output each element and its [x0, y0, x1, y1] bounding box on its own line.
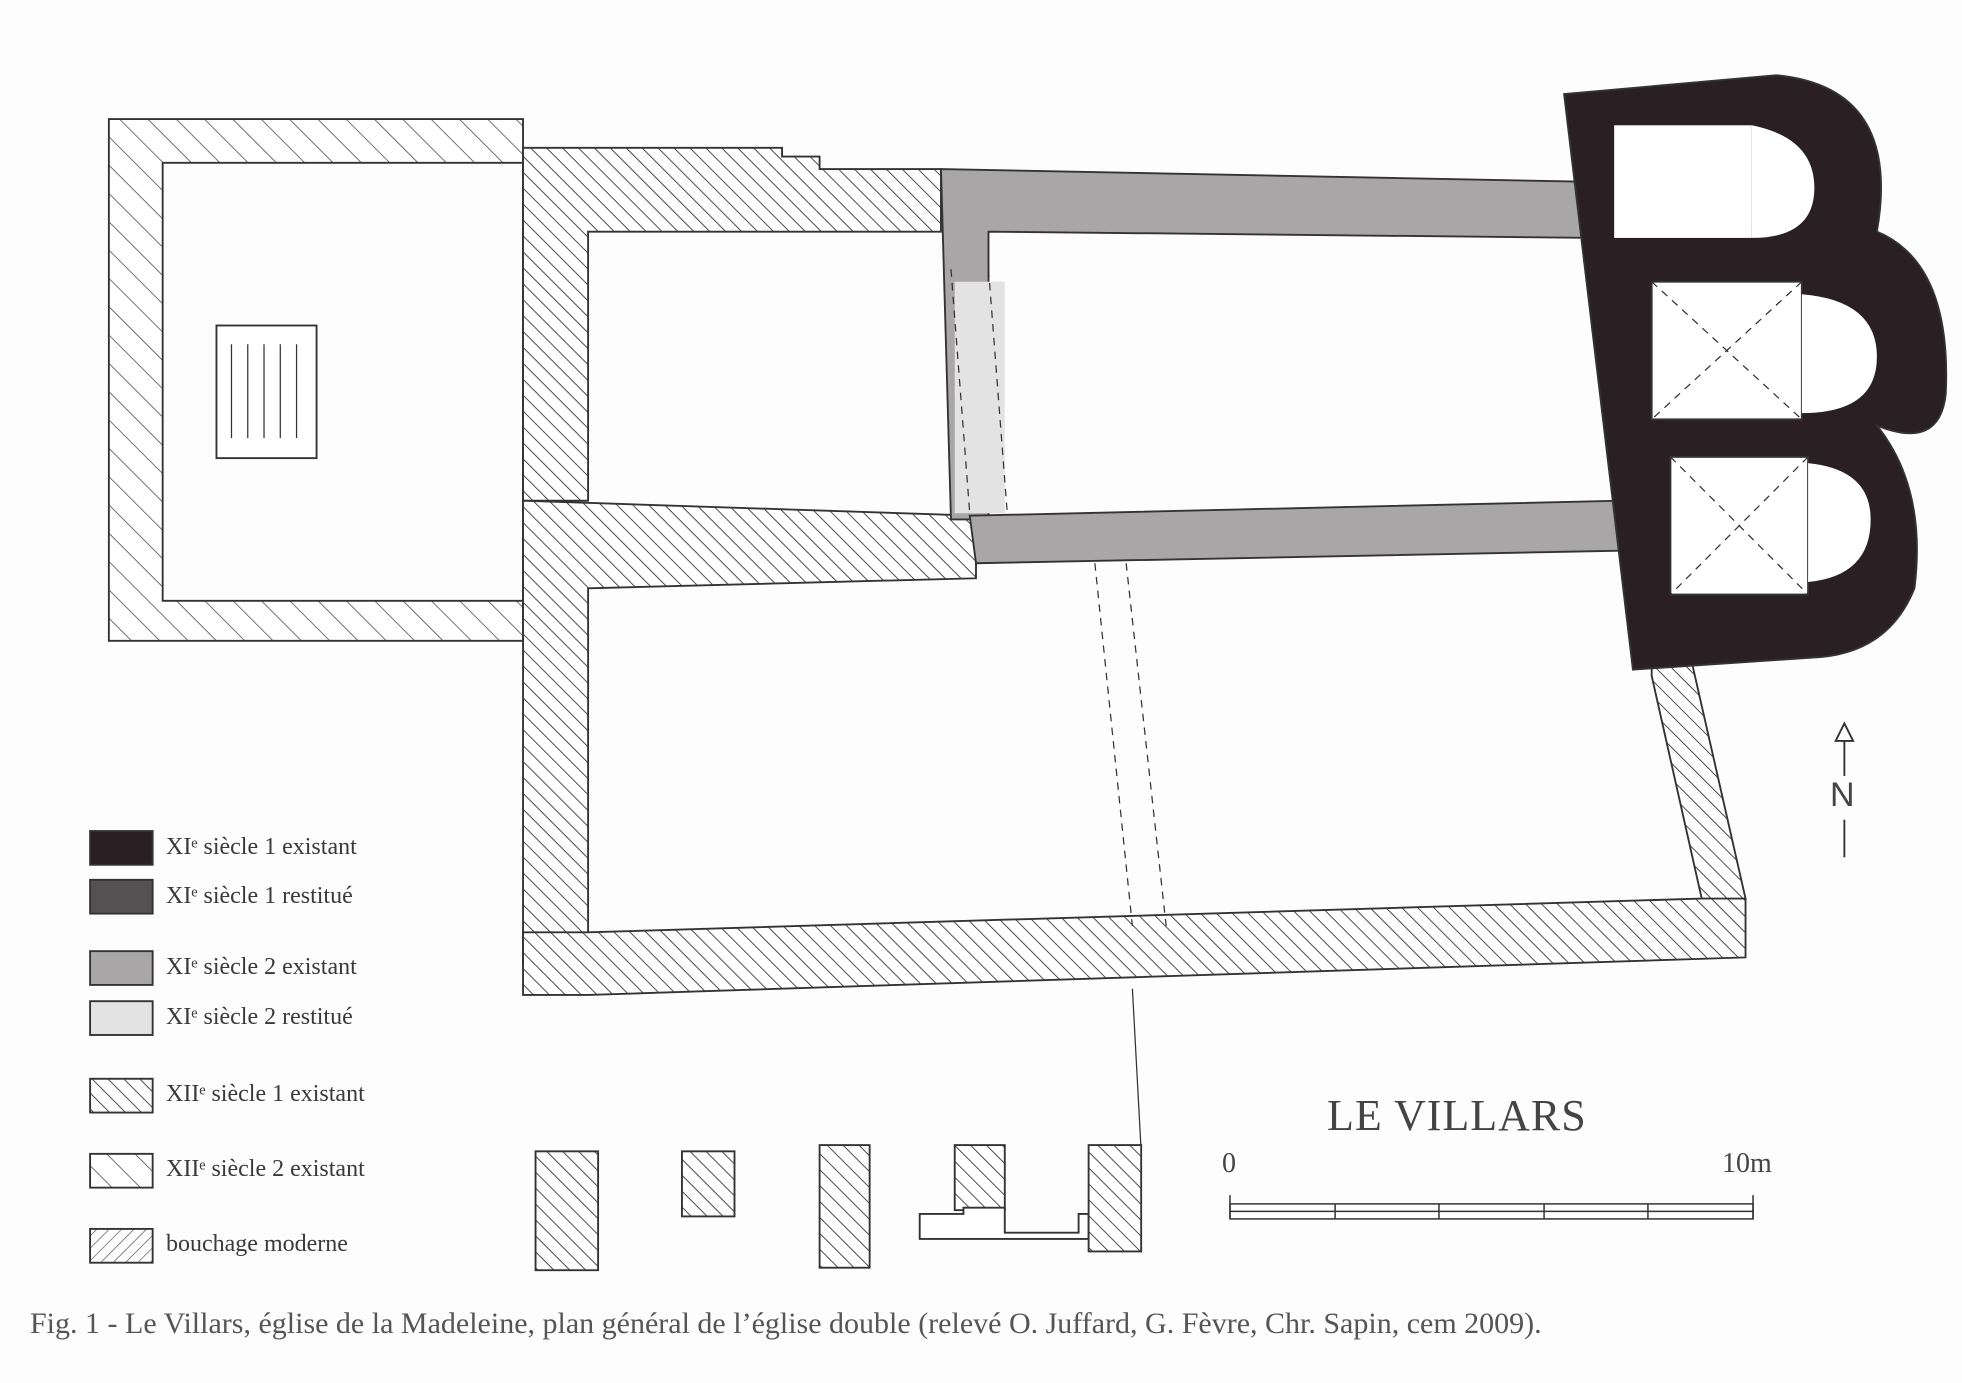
north-arrow-icon — [1834, 721, 1855, 858]
southeast-wall — [1650, 649, 1747, 900]
section-5 — [1087, 1144, 1143, 1253]
scale-start-label: 0 — [1222, 1148, 1236, 1179]
north-wall-xi2 — [939, 168, 1597, 521]
middle-wall-west — [522, 499, 977, 965]
scale-end-label: 10m — [1722, 1148, 1772, 1179]
legend-label: XIᵉ siècle 2 restitué — [166, 1004, 353, 1030]
section-4 — [953, 1144, 1006, 1212]
legend-label: XIᵉ siècle 1 restitué — [166, 883, 353, 909]
staircase — [215, 324, 318, 460]
legend-label: XIIᵉ siècle 1 existant — [166, 1081, 365, 1107]
legend-label: XIᵉ siècle 2 existant — [166, 954, 357, 980]
south-wall — [522, 897, 1747, 996]
middle-wall-xi2 — [968, 499, 1622, 565]
north-label: N — [1830, 776, 1855, 814]
section-2 — [681, 1150, 736, 1218]
legend-swatches — [89, 830, 154, 1264]
figure-caption: Fig. 1 - Le Villars, église de la Madele… — [30, 1307, 1542, 1340]
plan-title: LE VILLARS — [1327, 1091, 1587, 1140]
section-3 — [818, 1144, 871, 1269]
section-1 — [534, 1150, 600, 1272]
legend-label: XIIᵉ siècle 2 existant — [166, 1156, 365, 1182]
west-wall — [522, 146, 942, 502]
legend-label: bouchage moderne — [166, 1231, 348, 1257]
legend-label: XIᵉ siècle 1 existant — [166, 834, 357, 860]
scale-bar — [1229, 1195, 1754, 1220]
